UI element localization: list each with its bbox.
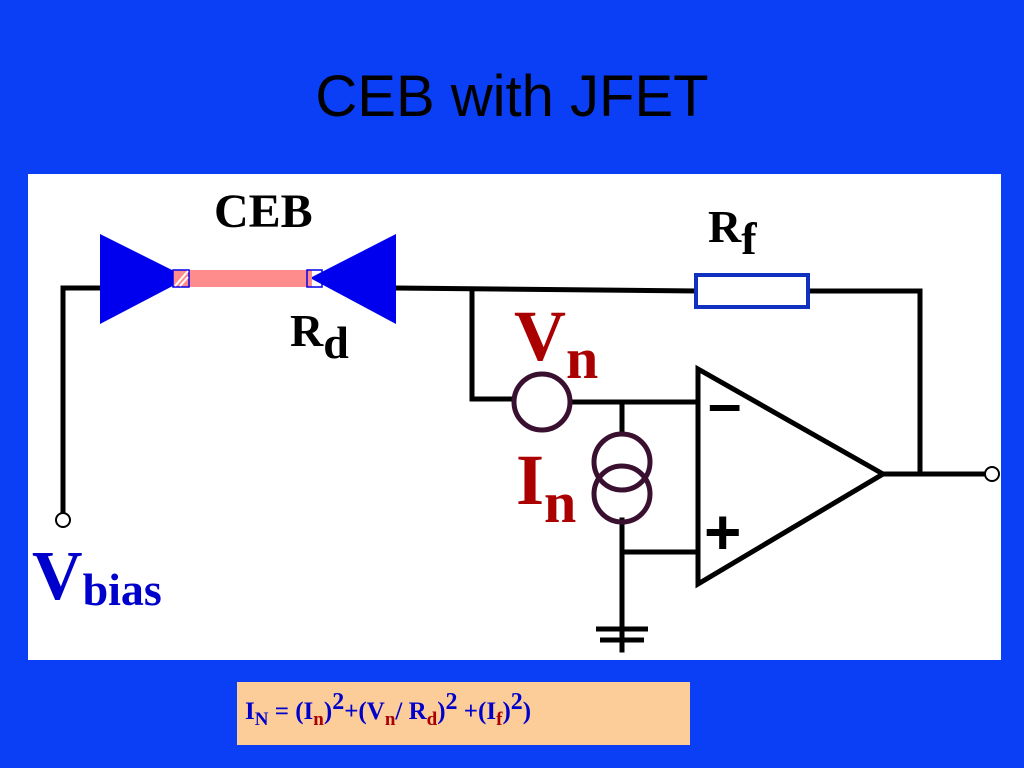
label-rd-main: R bbox=[290, 305, 324, 356]
rf-resistor bbox=[694, 273, 810, 309]
noise-formula-box: IN = (In)2+(Vn/ Rd)2 +(If)2) bbox=[237, 682, 690, 745]
op-amp bbox=[695, 364, 888, 589]
label-vn-sub: n bbox=[566, 326, 599, 391]
formula-part: ) bbox=[323, 698, 333, 725]
label-vn: Vn bbox=[514, 300, 598, 388]
formula-sub: n bbox=[384, 709, 396, 730]
slide-title: CEB with JFET bbox=[315, 64, 709, 129]
vbias-terminal bbox=[55, 512, 71, 528]
ceb-antenna-left bbox=[100, 234, 188, 324]
formula-part: = (I bbox=[268, 698, 314, 725]
top-wire bbox=[393, 285, 699, 294]
formula-power: 2 bbox=[510, 689, 523, 715]
label-in-main: I bbox=[516, 440, 545, 520]
label-rf-sub: f bbox=[741, 213, 757, 264]
ceb-absorber-strip bbox=[188, 270, 312, 287]
formula-sub: d bbox=[426, 709, 438, 730]
label-rf: Rf bbox=[708, 201, 757, 262]
feedback-wire bbox=[805, 288, 923, 477]
output-terminal bbox=[984, 466, 1000, 482]
formula-power: 2 bbox=[332, 689, 345, 715]
label-in-sub: n bbox=[544, 470, 577, 535]
label-ceb: CEB bbox=[214, 185, 313, 238]
formula-part: I bbox=[245, 698, 255, 725]
vbias-wire bbox=[60, 285, 103, 517]
formula-sub: f bbox=[496, 709, 503, 730]
circuit-schematic bbox=[55, 234, 1000, 653]
formula-part: / R bbox=[395, 698, 427, 725]
label-rd-sub: d bbox=[323, 317, 349, 368]
formula-part: ) bbox=[522, 698, 532, 725]
op-amp-minus-sign: – bbox=[708, 370, 742, 437]
formula-power: 2 bbox=[445, 689, 458, 715]
in-current-source-lower bbox=[591, 463, 653, 525]
formula-part: +(V bbox=[344, 698, 385, 725]
label-vbias-main: V bbox=[32, 538, 83, 615]
circuit-diagram: CEB Rf Rd Vn In – + bbox=[28, 174, 1001, 660]
ceb-junction-left-hatch bbox=[174, 270, 189, 287]
inverting-branch-wire bbox=[469, 287, 517, 402]
label-vbias-sub: bias bbox=[82, 564, 162, 615]
formula-part: ) bbox=[502, 698, 511, 725]
formula-part: ) bbox=[437, 698, 446, 725]
ceb-antenna-right bbox=[310, 234, 396, 324]
label-vbias: Vbias bbox=[32, 542, 162, 615]
formula-sub: N bbox=[254, 709, 269, 730]
noise-formula: IN = (In)2+(Vn/ Rd)2 +(If)2) bbox=[245, 689, 532, 730]
ceb-junction-right bbox=[306, 269, 323, 288]
formula-sub: n bbox=[313, 709, 324, 730]
formula-part: +(I bbox=[457, 698, 497, 725]
label-in: In bbox=[516, 444, 576, 532]
label-vn-main: V bbox=[514, 296, 566, 376]
in-current-source-upper bbox=[591, 431, 653, 493]
label-rf-main: R bbox=[708, 201, 742, 252]
vn-voltage-source bbox=[511, 371, 573, 433]
op-amp-plus-sign: + bbox=[704, 496, 742, 568]
label-rd: Rd bbox=[290, 305, 349, 366]
